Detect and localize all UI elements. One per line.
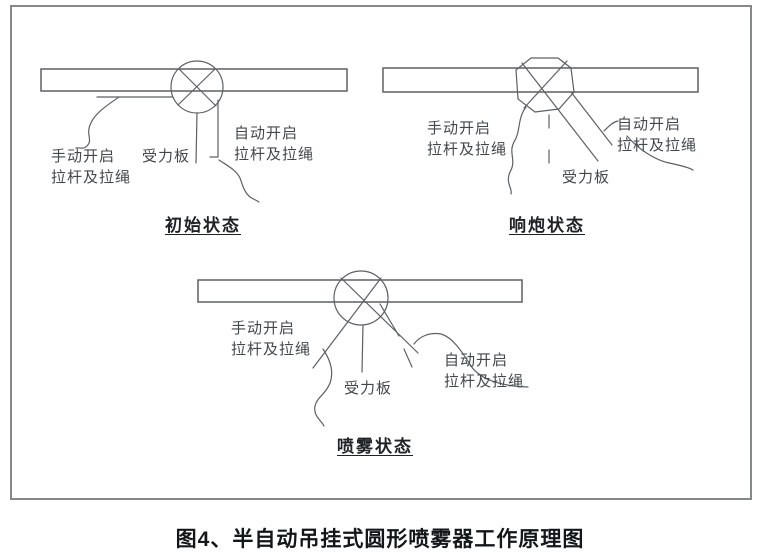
figure-border [10, 5, 752, 500]
auto-lever-label: 自动开启 拉杆及拉绳 [234, 125, 315, 163]
sprayer-cross-icon [312, 277, 419, 369]
auto-lever-line [379, 303, 400, 337]
auto-rope-curve [413, 332, 529, 388]
auto-lever-line [570, 91, 613, 146]
rail-bar [197, 279, 523, 303]
manual-lever-label: 手动开启 拉杆及拉绳 [231, 320, 312, 358]
auto-lever-label: 自动开启 拉杆及拉绳 [617, 116, 698, 154]
manual-lever-label: 手动开启 拉杆及拉绳 [427, 120, 508, 158]
state-caption-blast: 响炮状态 [509, 216, 585, 235]
sprayer-circle [333, 270, 389, 326]
auto-rope-curve [626, 135, 694, 171]
manual-rope-curve [75, 96, 120, 149]
auto-lever-dash [403, 348, 413, 368]
auto-lever-label: 自动开启 拉杆及拉绳 [444, 352, 525, 390]
diagram-spray-state [197, 270, 529, 427]
manual-rope-curve [507, 106, 527, 195]
figure-caption: 图4、半自动吊挂式圆形喷雾器工作原理图 [175, 528, 585, 551]
force-plate-line [361, 324, 364, 373]
force-plate-label: 受力板 [142, 148, 191, 165]
manual-lever-label: 手动开启 拉杆及拉绳 [51, 148, 132, 186]
sprayer-circle [515, 57, 575, 113]
rail-bar [382, 67, 699, 93]
auto-lever-line [209, 99, 219, 158]
sprayer-cross-icon [521, 60, 599, 162]
auto-label-leader [603, 120, 619, 132]
rail-bar [40, 68, 348, 92]
manual-rope-curve [314, 348, 333, 427]
diagram-blast-state [382, 57, 699, 195]
sprayer-cross-icon [177, 68, 217, 107]
force-plate-line [195, 112, 198, 164]
force-plate-label: 受力板 [562, 169, 611, 186]
state-caption-initial: 初始状态 [165, 216, 241, 235]
state-caption-spray: 喷雾状态 [337, 437, 413, 456]
auto-rope-curve [218, 159, 260, 203]
force-plate-label: 受力板 [344, 380, 393, 397]
diagram-initial-state [40, 60, 348, 203]
